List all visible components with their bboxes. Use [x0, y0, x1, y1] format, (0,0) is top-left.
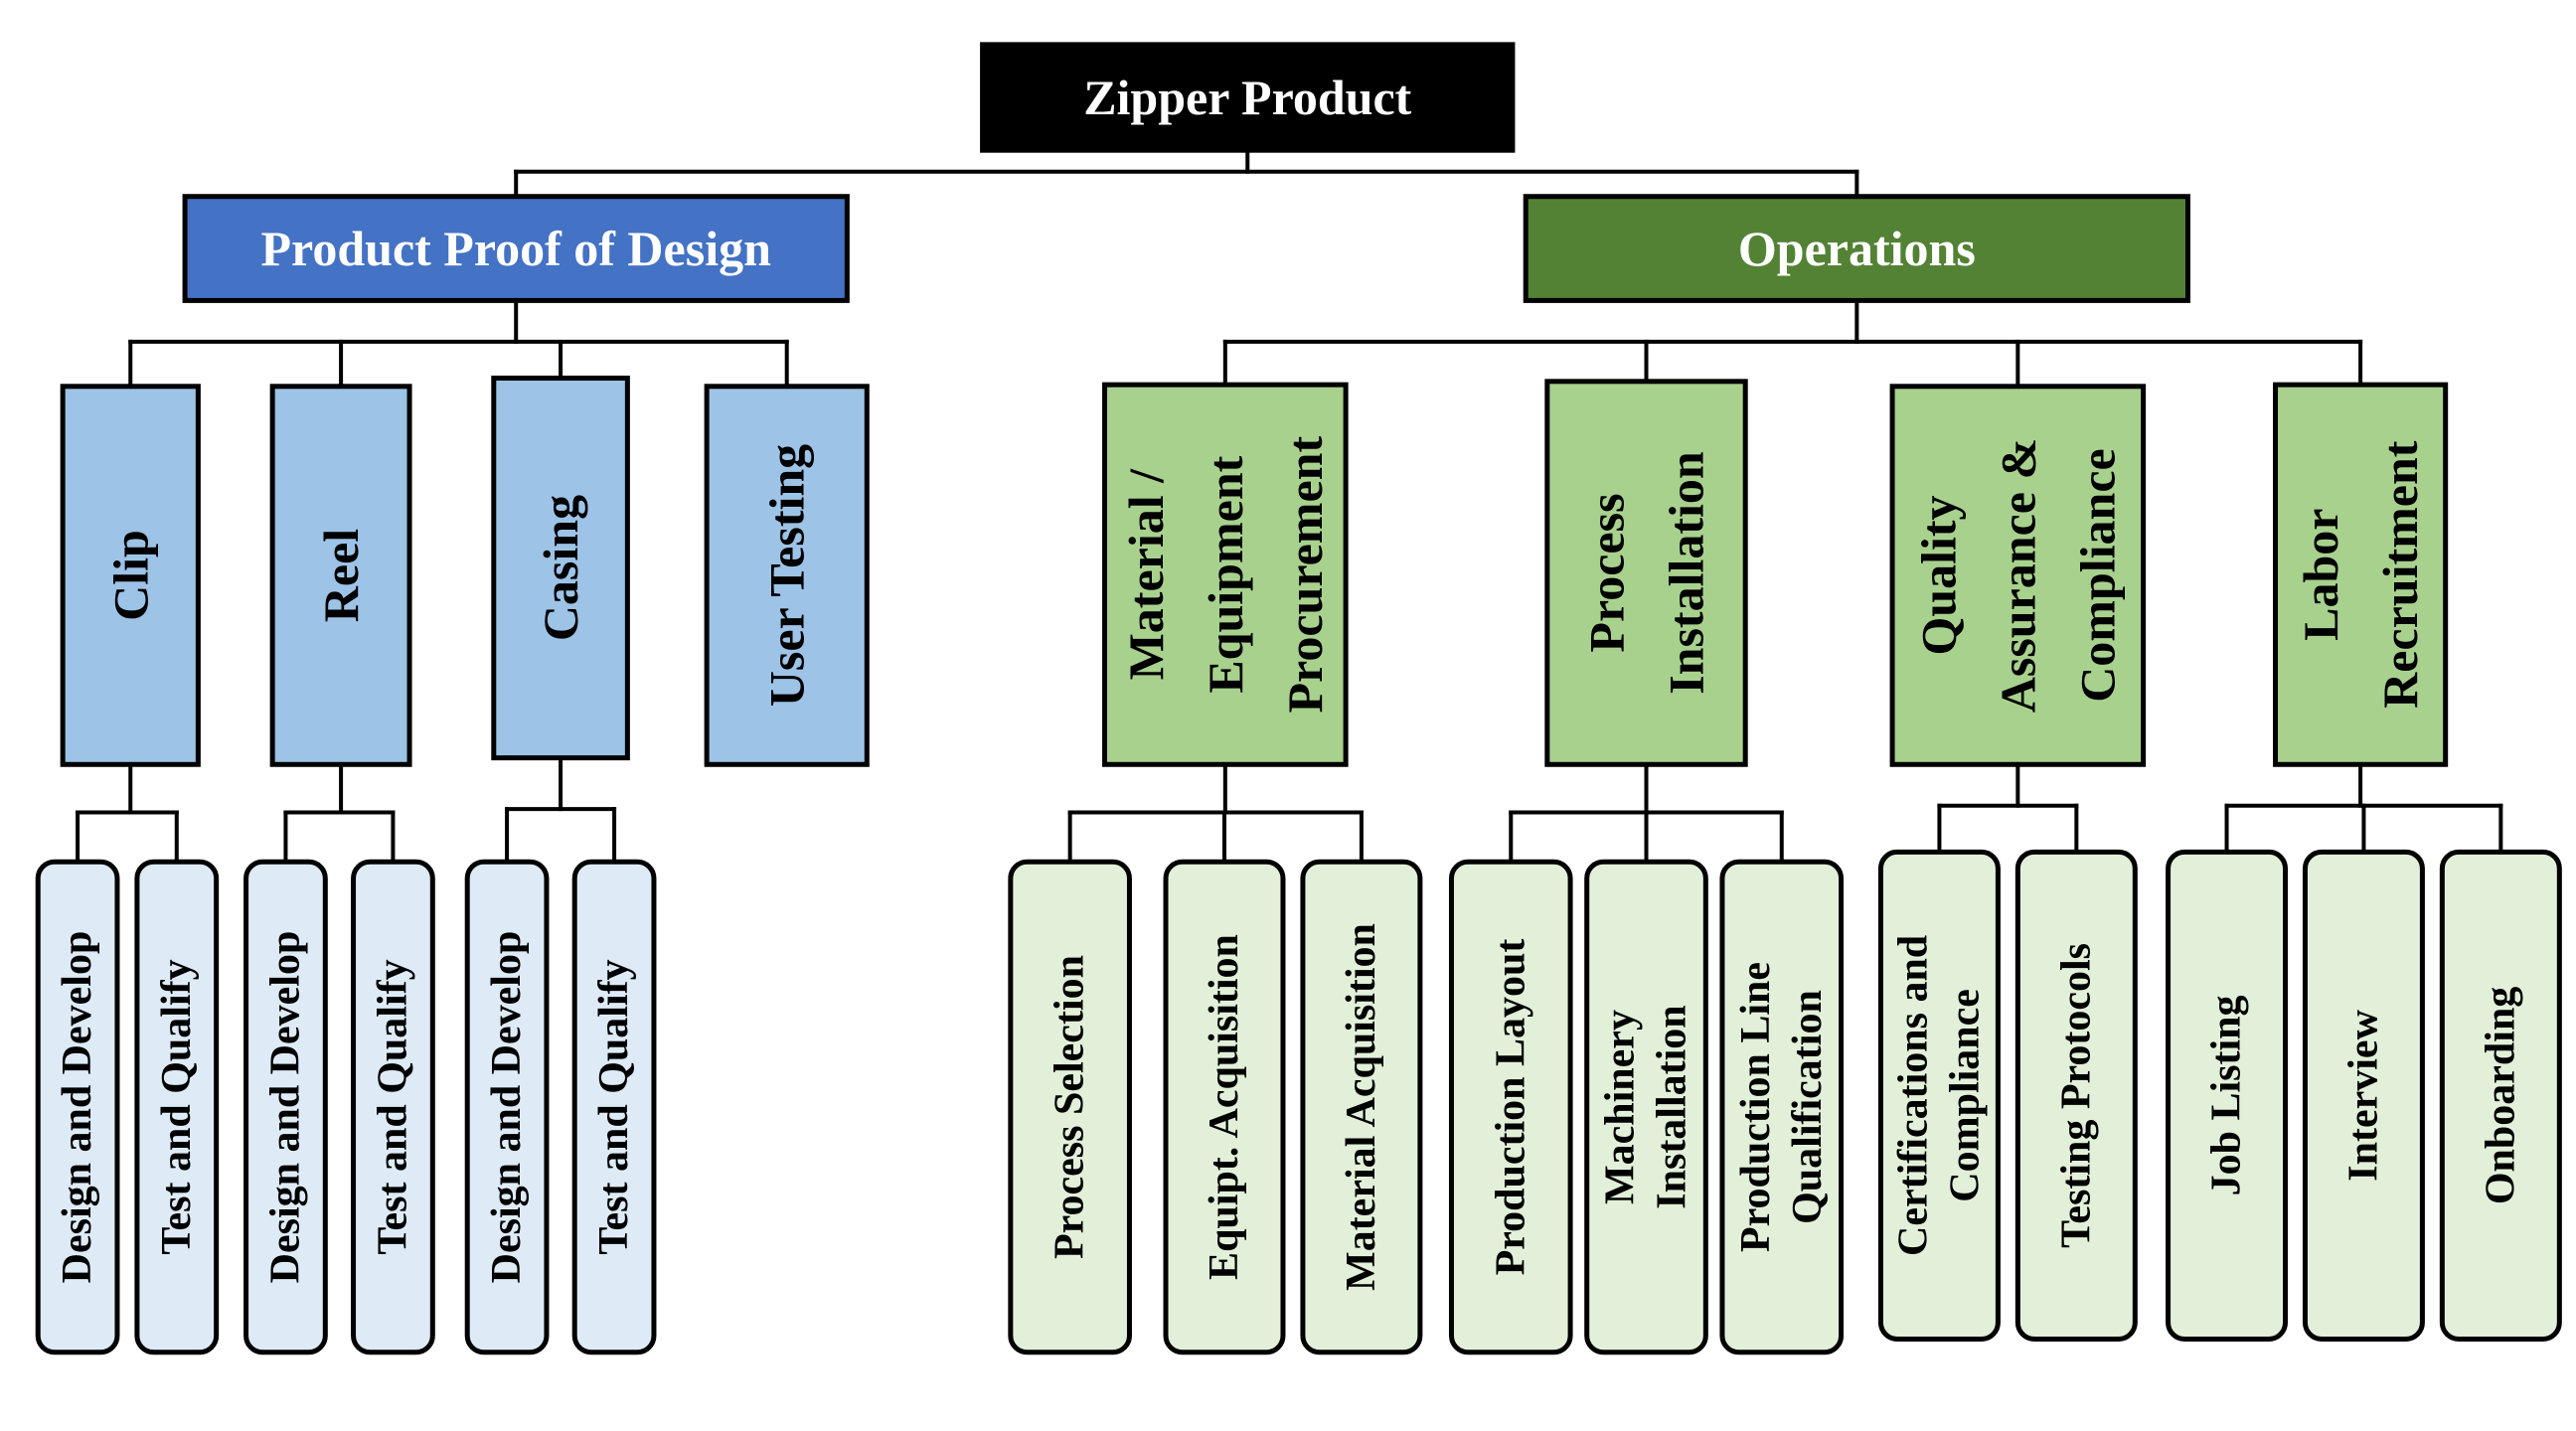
group-quality-assurance-compliance-label-line: Assurance &	[1990, 438, 2045, 713]
group-user-testing: User Testing	[704, 384, 870, 767]
group-process-installation: Process Installation	[1544, 379, 1748, 767]
connector-lines	[76, 148, 2503, 865]
group-casing-label-line: Casing	[533, 495, 588, 641]
branch-product-proof-of-design: Product Proof of Design	[182, 194, 850, 303]
task-job-listing-box	[2166, 849, 2289, 1342]
root-node: Zipper Product	[980, 42, 1516, 153]
group-labor-recruitment-label-line: Labor	[2293, 509, 2348, 641]
group-labor-recruitment-box	[2273, 382, 2449, 767]
group-clip: Clip	[60, 384, 201, 767]
group-material-equipment-procurement-label-line: Material /	[1118, 468, 1174, 681]
group-process-installation-label-line: Installation	[1659, 451, 1714, 695]
task-test-and-qualify-label-line: Test and Qualify	[370, 959, 415, 1254]
group-material-equipment-procurement-box	[1102, 382, 1349, 767]
task-test-and-qualify: Test and Qualify	[351, 859, 435, 1355]
task-job-listing: Job Listing	[2166, 849, 2289, 1342]
task-testing-protocols-box	[2014, 849, 2138, 1342]
group-user-testing-label-line: User Testing	[759, 444, 815, 707]
task-machinery-installation-label-line: Installation	[1650, 1005, 1695, 1208]
group-casing-box	[491, 375, 630, 761]
task-test-and-qualify-label-line: Test and Qualify	[154, 959, 200, 1254]
task-design-and-develop: Design and Develop	[35, 859, 120, 1355]
task-production-layout-box	[1448, 859, 1573, 1355]
task-job-listing-label-line: Job Listing	[2204, 995, 2250, 1195]
task-material-acquisition: Material Acquisition	[1300, 859, 1423, 1355]
group-process-installation-label-line: Process	[1579, 493, 1635, 652]
group-material-equipment-procurement: Material / Equipment Procurement	[1102, 382, 1349, 767]
group-reel-box	[269, 384, 412, 767]
root-label: Zipper Product	[1083, 70, 1411, 125]
branch-operations-label: Operations	[1738, 221, 1976, 276]
task-test-and-qualify-box	[571, 859, 657, 1355]
group-material-equipment-procurement-label-line: Equipment	[1198, 455, 1253, 693]
task-test-and-qualify-box	[351, 859, 435, 1355]
task-onboarding: Onboarding	[2439, 849, 2562, 1342]
task-process-selection: Process Selection	[1008, 859, 1132, 1355]
task-interview: Interview	[2302, 849, 2425, 1342]
group-reel-label-line: Reel	[313, 529, 369, 622]
task-test-and-qualify: Test and Qualify	[571, 859, 657, 1355]
group-clip-box	[60, 384, 201, 767]
task-production-layout: Production Layout	[1448, 859, 1573, 1355]
task-design-and-develop-label-line: Design and Develop	[484, 931, 530, 1284]
task-test-and-qualify-label-line: Test and Qualify	[591, 959, 637, 1254]
group-user-testing-box	[704, 384, 870, 767]
group-reel: Reel	[269, 384, 412, 767]
task-production-line-qualification-box	[1719, 859, 1845, 1355]
task-test-and-qualify: Test and Qualify	[134, 859, 220, 1355]
task-equipt-acquisition: Equipt. Acquisition	[1163, 859, 1286, 1355]
task-test-and-qualify-box	[134, 859, 220, 1355]
task-design-and-develop-box	[464, 859, 550, 1355]
root-node-box	[980, 42, 1516, 153]
task-design-and-develop-box	[243, 859, 328, 1355]
task-certifications-and-compliance-box	[1877, 849, 2001, 1342]
task-material-acquisition-box	[1300, 859, 1423, 1355]
group-quality-assurance-compliance-box	[1889, 384, 2147, 767]
branch-product-proof-of-design-label: Product Proof of Design	[261, 221, 772, 276]
group-material-equipment-procurement-label-line: Procurement	[1277, 436, 1333, 714]
group-process-installation-box	[1544, 379, 1748, 767]
task-production-line-qualification-label-line: Production Line	[1733, 962, 1779, 1252]
branch-operations: Operations	[1523, 194, 2190, 303]
task-onboarding-label-line: Onboarding	[2478, 987, 2523, 1204]
task-equipt-acquisition-box	[1163, 859, 1286, 1355]
task-onboarding-box	[2439, 849, 2562, 1342]
task-design-and-develop-label-line: Design and Develop	[55, 931, 100, 1284]
task-machinery-installation-label-line: Machinery	[1598, 1010, 1644, 1204]
task-material-acquisition-label-line: Material Acquisition	[1339, 923, 1384, 1291]
task-testing-protocols: Testing Protocols	[2014, 849, 2138, 1342]
task-design-and-develop: Design and Develop	[243, 859, 328, 1355]
group-quality-assurance-compliance-label-line: Quality	[1910, 495, 1966, 655]
group-labor-recruitment: Labor Recruitment	[2273, 382, 2449, 767]
task-design-and-develop: Design and Develop	[464, 859, 550, 1355]
group-quality-assurance-compliance-label-line: Compliance	[2069, 448, 2125, 703]
task-production-line-qualification-label-line: Qualification	[1785, 990, 1831, 1224]
task-interview-label-line: Interview	[2340, 1009, 2386, 1181]
task-interview-box	[2302, 849, 2425, 1342]
task-process-selection-box	[1008, 859, 1132, 1355]
group-labor-recruitment-label-line: Recruitment	[2372, 440, 2428, 709]
branch-product-proof-of-design-box	[182, 194, 850, 303]
task-process-selection-label-line: Process Selection	[1047, 955, 1093, 1259]
group-quality-assurance-compliance: Quality Assurance & Compliance	[1889, 384, 2147, 767]
task-design-and-develop-label-line: Design and Develop	[262, 931, 308, 1284]
task-certifications-and-compliance-label-line: Compliance	[1942, 989, 1988, 1202]
task-machinery-installation-box	[1584, 859, 1708, 1355]
task-equipt-acquisition-label-line: Equipt. Acquisition	[1202, 934, 1247, 1280]
task-design-and-develop-box	[35, 859, 120, 1355]
task-certifications-and-compliance-label-line: Certifications and	[1890, 935, 1936, 1256]
task-testing-protocols-label-line: Testing Protocols	[2053, 943, 2099, 1248]
branch-operations-box	[1523, 194, 2190, 303]
group-casing: Casing	[491, 375, 630, 761]
group-clip-label-line: Clip	[102, 530, 158, 621]
task-production-layout-label-line: Production Layout	[1488, 939, 1533, 1276]
